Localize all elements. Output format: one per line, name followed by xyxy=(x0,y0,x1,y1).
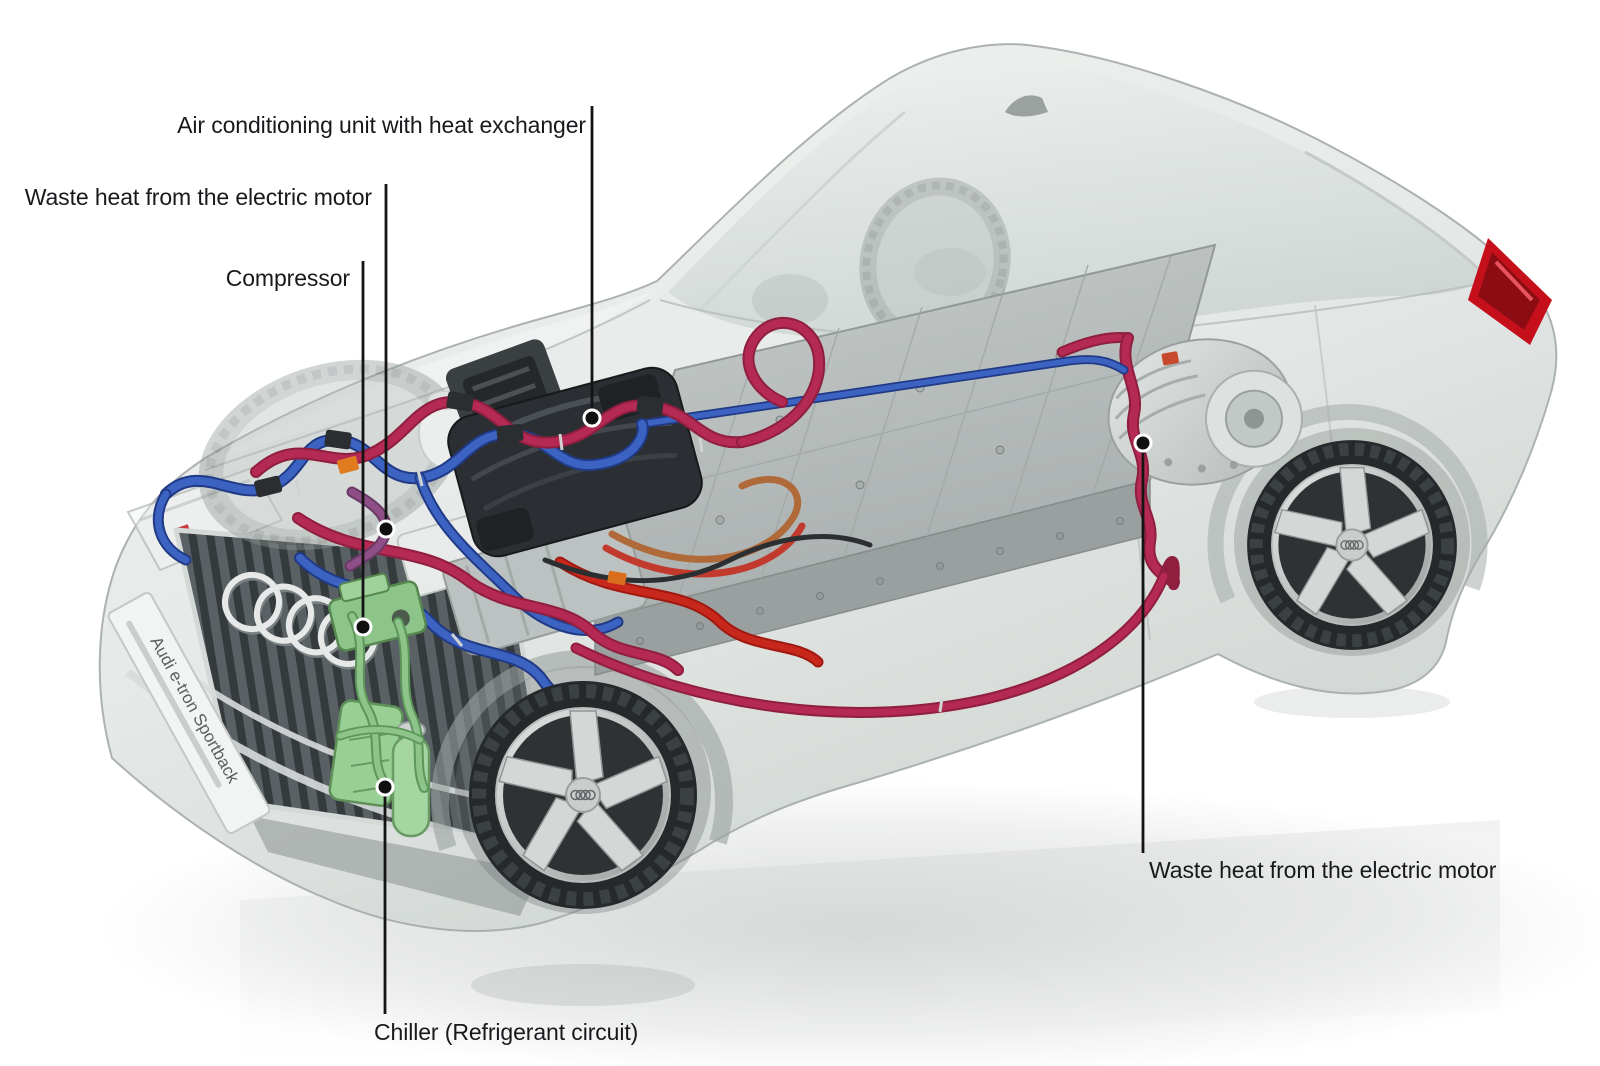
orange-clip xyxy=(336,456,360,474)
marker-waste-heat-rear xyxy=(1133,433,1153,453)
heat-exchanger-pipe-red xyxy=(602,522,806,578)
front-wheel-reflection xyxy=(471,964,695,1006)
ghost-seat xyxy=(914,248,986,296)
lower-intake xyxy=(250,816,540,916)
hood-seam xyxy=(204,299,651,471)
label-chiller: Chiller (Refrigerant circuit) xyxy=(374,1019,639,1045)
label-ac-unit: Air conditioning unit with heat exchange… xyxy=(177,112,586,138)
rear-wheel-reflection xyxy=(1254,686,1450,718)
heat-exchanger-pipe-copper xyxy=(608,475,802,563)
marker-ac-unit xyxy=(582,408,602,428)
internals xyxy=(152,177,1303,838)
orange-clip xyxy=(607,570,627,586)
d-pillar-line xyxy=(1304,150,1490,280)
taillight xyxy=(1468,238,1552,345)
hose-connectors xyxy=(254,391,944,713)
wheel-spokes xyxy=(1273,467,1431,616)
hood-highlight xyxy=(210,288,658,462)
glass-canopy xyxy=(668,57,1488,342)
marker-chiller xyxy=(375,777,395,797)
ghost-seat xyxy=(752,274,828,326)
audi-rings-hub-icon xyxy=(570,789,596,801)
audi-rings-hub-icon xyxy=(1340,540,1364,550)
motor-hv-marker xyxy=(1161,351,1179,366)
wheel-spokes xyxy=(498,710,668,872)
roof-antenna xyxy=(1005,95,1048,117)
rear-electric-motor xyxy=(1107,338,1303,486)
marker-waste-heat-front xyxy=(376,519,396,539)
ac-unit xyxy=(418,339,806,578)
front-wheel xyxy=(469,681,697,909)
black-cable xyxy=(542,534,873,584)
label-waste-heat-front: Waste heat from the electric motor xyxy=(24,184,372,210)
callout-leader-lines xyxy=(361,106,1145,1014)
label-compressor: Compressor xyxy=(225,265,350,291)
coolant-lines xyxy=(152,317,1180,728)
callout-markers xyxy=(353,408,1153,797)
refrigerant-hoses xyxy=(335,611,429,793)
a-pillar-line xyxy=(698,110,906,312)
label-waste-heat-rear: Waste heat from the electric motor xyxy=(1149,857,1497,883)
marker-compressor xyxy=(353,617,373,637)
rear-wheel xyxy=(1247,440,1457,650)
